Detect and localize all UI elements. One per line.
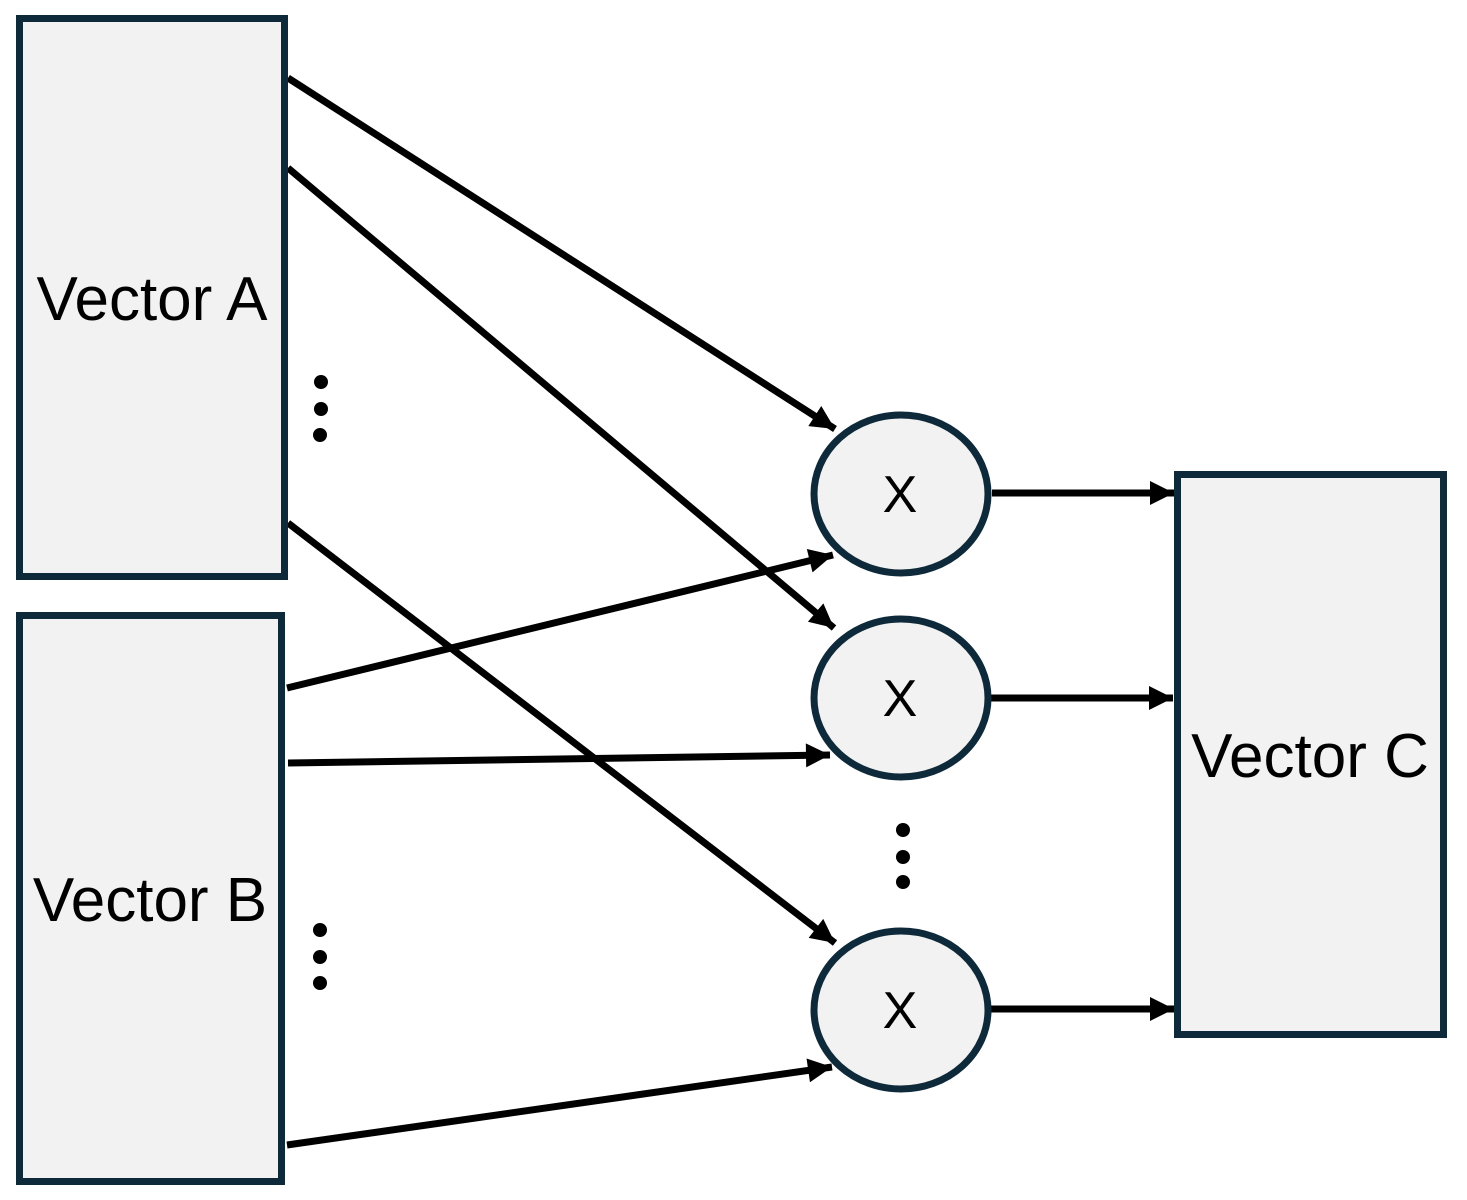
edge-vector-b-to-multiply-1	[286, 549, 834, 692]
edge-vector-a-to-multiply-3	[285, 520, 838, 946]
edge-vector-b-to-multiply-3	[286, 1058, 833, 1149]
vector-c-box	[1174, 471, 1447, 1038]
vector-b-box	[16, 612, 285, 1185]
edge-vector-a-to-multiply-1	[286, 75, 837, 432]
vector-a-label: Vector A	[37, 265, 269, 334]
ellipsis-multiply-dots-icon	[896, 823, 910, 889]
multiply-1-circle	[810, 411, 992, 577]
vector-a-box	[16, 15, 288, 580]
ellipsis-vector-a-dots-icon	[313, 375, 328, 442]
multiply-node-3: X	[810, 927, 992, 1093]
edge-vector-a-to-multiply-2	[285, 165, 837, 631]
vector-b-label: Vector B	[33, 866, 267, 935]
vector-b-node: Vector B	[16, 612, 285, 1185]
multiply-node-1: X	[810, 411, 992, 577]
vector-a-node: Vector A	[16, 15, 288, 580]
multiply-2-circle	[810, 615, 992, 781]
vector-c-node: Vector C	[1174, 471, 1447, 1038]
ellipsis-vector-b-dots-icon	[313, 923, 327, 990]
multiply-2-label: X	[883, 670, 918, 728]
multiply-3-label: X	[883, 982, 918, 1040]
vector-c-label: Vector C	[1191, 722, 1429, 791]
multiply-node-2: X	[810, 615, 992, 781]
multiply-1-label: X	[883, 466, 918, 524]
edge-vector-b-to-multiply-2	[287, 743, 831, 768]
multiply-3-circle	[810, 927, 992, 1093]
